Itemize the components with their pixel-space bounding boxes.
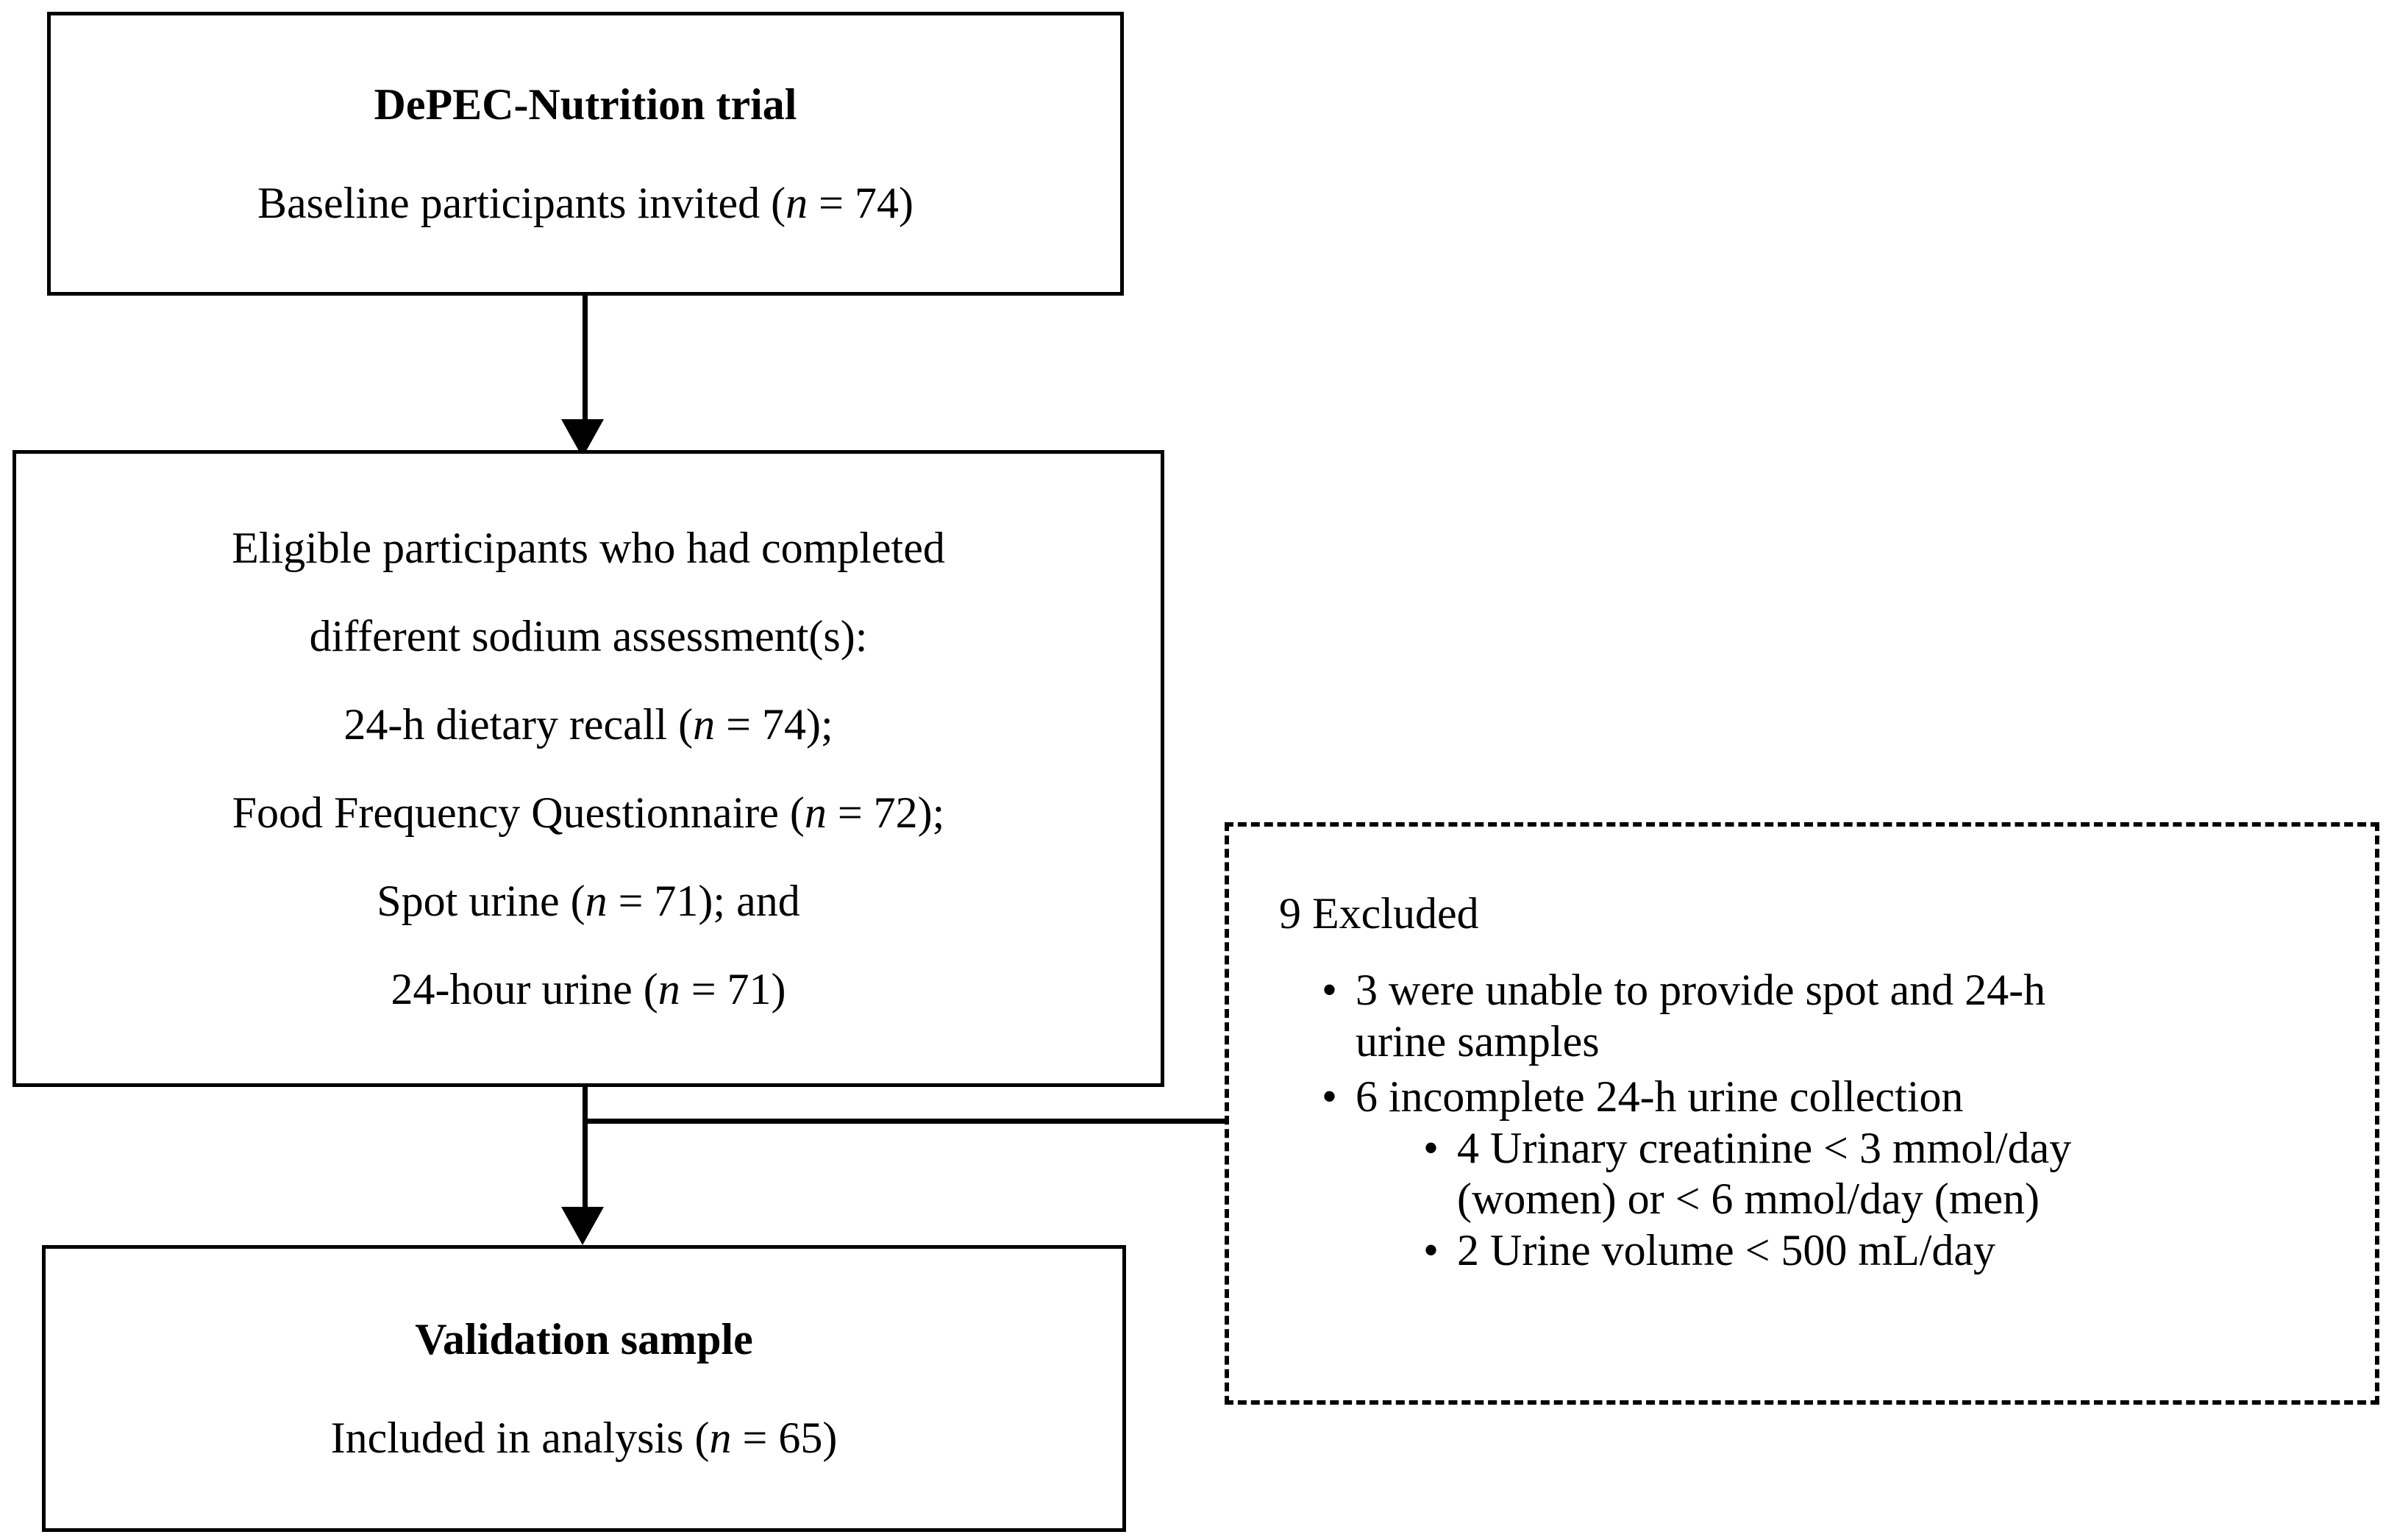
eligible-24h-urine-prefix: 24-hour urine ( <box>391 965 658 1013</box>
connector-eligible-to-validation-arrowhead <box>561 1207 604 1245</box>
excluded-heading: 9 Excluded <box>1279 889 1479 938</box>
validation-included-n-symbol: n <box>709 1414 732 1462</box>
enrollment-invited-suffix: = 74) <box>808 179 913 227</box>
enrollment-invited-n-symbol: n <box>786 179 808 227</box>
eligible-ffq-prefix: Food Frequency Questionnaire ( <box>232 788 805 837</box>
excluded-list-item: • 3 were unable to provide spot and 24-h… <box>1322 965 2366 1067</box>
enrollment-invited-prefix: Baseline participants invited ( <box>257 179 786 227</box>
bullet-icon: • <box>1322 1072 1338 1122</box>
eligible-24h-urine-n-symbol: n <box>658 965 680 1013</box>
eligible-spot-urine-line: Spot urine (n = 71); and <box>377 879 799 923</box>
excluded-item-1-line-1: 3 were unable to provide spot and 24-h <box>1356 966 2046 1014</box>
excluded-sublist-item: • 2 Urine volume < 500 mL/day <box>1423 1225 2366 1277</box>
validation-included-suffix: = 65) <box>731 1414 838 1462</box>
connector-enrollment-to-eligible-line <box>583 296 588 422</box>
eligible-ffq-n-symbol: n <box>804 788 827 837</box>
bullet-icon: • <box>1423 1225 1439 1275</box>
eligible-participants-box: Eligible participants who had completed … <box>13 450 1164 1087</box>
eligible-recall-suffix: = 74); <box>715 700 833 749</box>
excluded-item-1-line-2: urine samples <box>1356 1016 1600 1066</box>
excluded-list-item: • 6 incomplete 24-h urine collection • 4… <box>1322 1072 2366 1276</box>
eligible-line-2: different sodium assessment(s): <box>309 612 868 660</box>
eligible-24h-urine-line: 24-hour urine (n = 71) <box>391 967 786 1011</box>
eligible-ffq-line: Food Frequency Questionnaire (n = 72); <box>232 791 945 835</box>
excluded-subitem-1-line-1: 4 Urinary creatinine < 3 mmol/day <box>1457 1123 2072 1172</box>
eligible-spot-urine-prefix: Spot urine ( <box>377 877 585 925</box>
connector-eligible-to-validation-line <box>583 1087 588 1211</box>
eligible-spot-urine-suffix: = 71); and <box>607 877 800 925</box>
validation-heading: Validation sample <box>415 1315 753 1363</box>
excluded-sublist-item: • 4 Urinary creatinine < 3 mmol/day (wom… <box>1423 1123 2366 1225</box>
eligible-recall-prefix: 24-h dietary recall ( <box>343 700 694 749</box>
excluded-box: 9 Excluded • 3 were unable to provide sp… <box>1225 822 2379 1405</box>
validation-included-prefix: Included in analysis ( <box>330 1414 710 1462</box>
excluded-list: • 3 were unable to provide spot and 24-h… <box>1279 965 2366 1281</box>
enrollment-box: DePEC-Nutrition trial Baseline participa… <box>47 12 1124 296</box>
eligible-line-1: Eligible participants who had completed <box>232 524 945 572</box>
eligible-ffq-suffix: = 72); <box>826 788 945 837</box>
eligible-recall-line: 24-h dietary recall (n = 74); <box>343 702 833 746</box>
eligible-spot-urine-n-symbol: n <box>585 877 608 925</box>
enrollment-invited-line: Baseline participants invited (n = 74) <box>257 181 913 225</box>
enrollment-heading: DePEC-Nutrition trial <box>374 80 797 129</box>
bullet-icon: • <box>1322 966 1338 1014</box>
eligible-24h-urine-suffix: = 71) <box>680 965 786 1013</box>
excluded-subitem-1-line-2: (women) or < 6 mmol/day (men) <box>1457 1174 2040 1224</box>
excluded-subitem-2-line-1: 2 Urine volume < 500 mL/day <box>1457 1225 1996 1275</box>
bullet-icon: • <box>1423 1123 1439 1172</box>
excluded-sublist: • 4 Urinary creatinine < 3 mmol/day (wom… <box>1356 1123 2366 1277</box>
excluded-item-2-line-1: 6 incomplete 24-h urine collection <box>1356 1072 1964 1122</box>
validation-sample-box: Validation sample Included in analysis (… <box>42 1245 1126 1532</box>
eligible-recall-n-symbol: n <box>693 700 716 749</box>
validation-included-line: Included in analysis (n = 65) <box>331 1416 838 1460</box>
